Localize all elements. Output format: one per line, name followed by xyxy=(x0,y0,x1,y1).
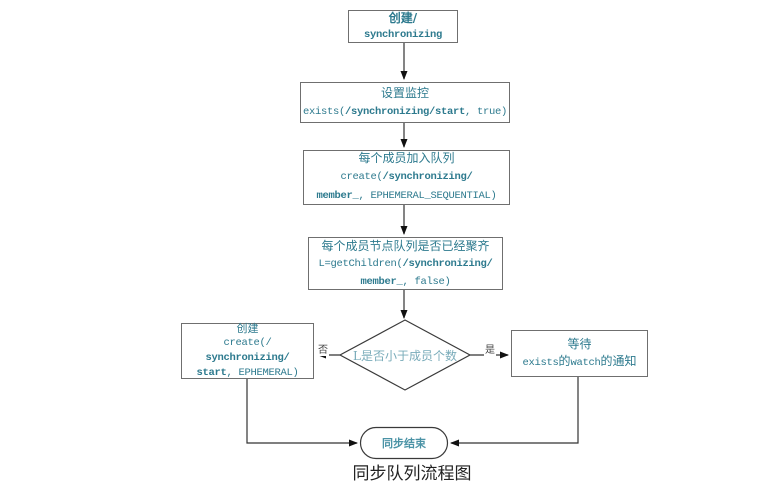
node-join-queue: 每个成员加入队列 create(/synchronizing/member_, E… xyxy=(303,150,510,205)
decision-diamond-shape xyxy=(338,319,472,391)
node-wait-notify: 等待 exists的watch的通知 xyxy=(511,330,648,377)
text-line: create(/ xyxy=(223,337,272,349)
arrow-createstart-to-end xyxy=(246,379,358,447)
text-line: L=getChildren(/synchronizing/ xyxy=(318,257,493,270)
text-line: 每个成员节点队列是否已经聚齐 xyxy=(321,238,490,253)
arrow-wait-to-end xyxy=(450,377,579,447)
text-line: create(/synchronizing/ xyxy=(340,171,473,183)
edge-label-yes: 是 xyxy=(484,345,496,356)
text-line: 等待 xyxy=(567,336,592,351)
text-line: exists的watch的通知 xyxy=(522,353,637,369)
text-line: exists(/synchronizing/start, true) xyxy=(302,105,508,118)
text-line: member_, false) xyxy=(360,275,451,288)
terminator-shape xyxy=(359,426,449,460)
text-line: synchronizing/ xyxy=(205,352,290,364)
edge-label-no: 否 xyxy=(317,345,329,356)
node-create-synchronizing: 创建/synchronizing xyxy=(348,10,458,43)
text-line: start, EPHEMERAL) xyxy=(196,367,299,379)
node-create-start: 创建 create(/ synchronizing/start, EPHEMERAL… xyxy=(181,322,314,379)
text-line: 每个成员加入队列 xyxy=(358,151,455,165)
node-set-watch: 设置监控 exists(/synchronizing/start, true) xyxy=(300,82,510,123)
terminator-text: 同步结束 xyxy=(382,436,426,450)
text-line: 设置监控 xyxy=(380,85,429,100)
diagram-caption: 同步队列流程图 xyxy=(352,464,472,484)
text-line: 创建/ xyxy=(388,10,418,25)
decision-text: L是否小于成员个数 xyxy=(353,348,457,363)
text-line: member_, EPHEMERAL_SEQUENTIAL) xyxy=(316,190,497,202)
text-line: synchronizing xyxy=(363,28,442,41)
text-line: 创建 xyxy=(236,322,259,335)
node-check-gathered: 每个成员节点队列是否已经聚齐 L=getChildren(/synchronizi… xyxy=(308,237,503,290)
